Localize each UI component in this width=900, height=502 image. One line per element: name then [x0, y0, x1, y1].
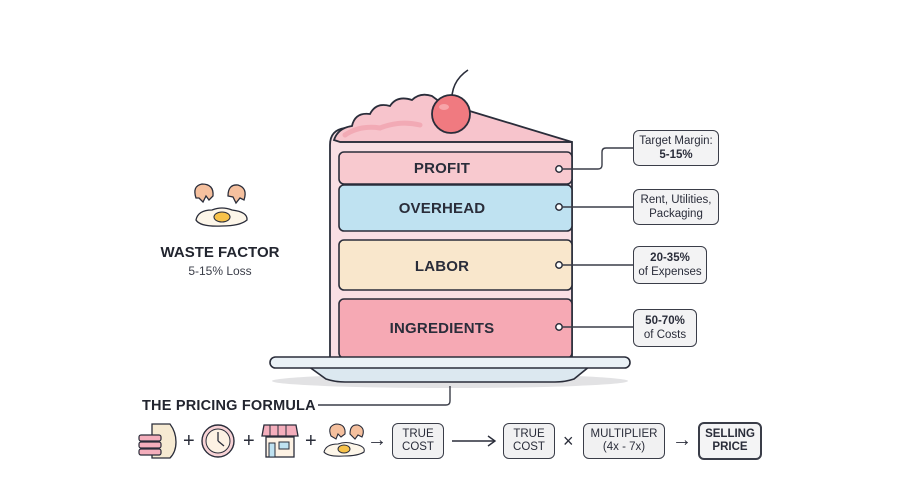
layer-label-overhead: OVERHEAD: [398, 200, 486, 217]
cracked-egg-icon: [194, 183, 248, 227]
formula-title: THE PRICING FORMULA: [142, 398, 316, 414]
waste-factor-title: WASTE FACTOR: [160, 244, 280, 261]
connector-dot-ingredients: [555, 323, 563, 331]
multiplier-label: MULTIPLIER: [590, 428, 658, 440]
connector-dot-overhead: [555, 203, 563, 211]
callout-ingredients: 50-70% of Costs: [633, 309, 697, 347]
frosting-highlight: [342, 120, 423, 138]
cracked-egg-icon: [323, 423, 365, 457]
callout-ingredients-value: 50-70%: [645, 315, 685, 327]
callout-overhead-line1: Rent, Utilities,: [640, 194, 712, 206]
selling-price-box: SELLING PRICE: [698, 422, 762, 460]
arrow-head: [487, 435, 497, 447]
cherry-highlight: [439, 104, 449, 110]
callout-ingredients-line2: of Costs: [643, 329, 687, 341]
connector-dot-labor: [555, 261, 563, 269]
layer-label-labor: LABOR: [414, 258, 470, 275]
selling-price-line2: PRICE: [712, 441, 748, 453]
callout-profit-value: 5-15%: [659, 149, 693, 161]
plus-sign: +: [183, 430, 195, 452]
true-cost-2-line2: COST: [513, 441, 545, 453]
callout-overhead: Rent, Utilities, Packaging: [633, 189, 719, 225]
arrow-icon: →: [367, 429, 387, 451]
callout-labor-line2: of Expenses: [638, 266, 702, 278]
selling-price-line1: SELLING: [705, 428, 755, 440]
connector-line-profit: [562, 147, 633, 170]
true-cost-line2: COST: [402, 441, 434, 453]
plus-sign: +: [243, 430, 255, 452]
multiplier-range: (4x - 7x): [602, 441, 646, 453]
layer-label-ingredients: INGREDIENTS: [389, 320, 495, 337]
callout-labor: 20-35% of Expenses: [633, 246, 707, 284]
multiplier-box: MULTIPLIER (4x - 7x): [583, 423, 665, 459]
callout-profit: Target Margin: 5-15%: [633, 130, 719, 166]
true-cost-box-2: TRUE COST: [503, 423, 555, 459]
layer-profit: [338, 151, 573, 185]
true-cost-box: TRUE COST: [392, 423, 444, 459]
callout-overhead-line2: Packaging: [649, 208, 703, 220]
storefront-icon: [261, 424, 299, 458]
plus-sign: +: [305, 430, 317, 452]
plate-base: [305, 365, 593, 383]
arrow-icon: →: [672, 429, 692, 451]
callout-profit-line1: Target Margin:: [639, 135, 713, 147]
layer-overhead: [338, 184, 573, 232]
true-cost-2-line1: TRUE: [513, 428, 545, 440]
callout-labor-value: 20-35%: [650, 252, 690, 264]
connector-dot-profit: [555, 165, 563, 173]
waste-factor-subtitle: 5-15% Loss: [188, 264, 252, 278]
true-cost-line1: TRUE: [402, 428, 434, 440]
times-sign: ×: [563, 431, 574, 451]
formula-connector-line: [318, 386, 451, 406]
layer-label-profit: PROFIT: [413, 160, 471, 177]
cherry-icon: [431, 94, 471, 134]
plate-rim: [269, 356, 631, 369]
clock-icon: [201, 424, 235, 458]
ingredients-bag-icon: [138, 423, 177, 459]
